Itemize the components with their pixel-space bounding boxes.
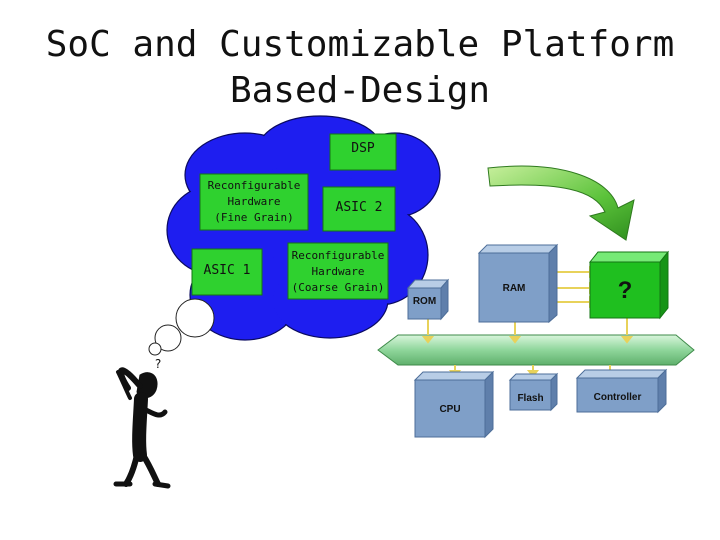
- reconfig-coarse-box: [287, 242, 389, 300]
- asic1-label: ASIC 1: [203, 263, 251, 278]
- flash-label: Flash: [517, 393, 544, 404]
- slide-title: SoC and Customizable Platform Based-Desi…: [0, 22, 720, 114]
- cpu-block: [413, 370, 495, 439]
- reconfig-coarse-line-2: Hardware: [311, 265, 365, 278]
- flash-block: [508, 372, 559, 412]
- cpu-label: CPU: [439, 404, 461, 415]
- rom-label: ROM: [412, 296, 437, 307]
- asic1-box: [191, 248, 263, 296]
- thought-bubbles: [148, 298, 215, 356]
- asic2-label: ASIC 2: [335, 200, 383, 215]
- reconfig-fine-box: [199, 173, 309, 231]
- ram-block: [477, 243, 559, 324]
- controller-label: Controller: [593, 392, 642, 403]
- title-line-1: SoC and Customizable Platform: [45, 24, 675, 65]
- thought-question-mark: ?: [154, 357, 162, 371]
- ram-label: RAM: [502, 283, 526, 294]
- asic2-box: [322, 186, 396, 232]
- reconfig-fine-label: Reconfigurable Hardware (Fine Grain): [200, 178, 308, 226]
- rom-block: [406, 278, 450, 321]
- reconfig-coarse-line-3: (Coarse Grain): [291, 281, 385, 294]
- dsp-label: DSP: [351, 141, 375, 156]
- title-line-2: Based-Design: [229, 70, 491, 111]
- reconfig-coarse-label: Reconfigurable Hardware (Coarse Grain): [288, 248, 388, 296]
- custom-block-question: ?: [617, 277, 633, 304]
- reconfig-fine-line-3: (Fine Grain): [214, 211, 294, 224]
- system-bus: [377, 334, 695, 366]
- controller-block: [575, 368, 668, 414]
- curved-arrow: [487, 165, 635, 241]
- cloud-blocks: [191, 133, 397, 300]
- reconfig-fine-line-2: Hardware: [227, 195, 281, 208]
- dsp-box: [329, 133, 397, 171]
- reconfig-coarse-line-1: Reconfigurable: [291, 249, 385, 262]
- custom-block: [588, 250, 670, 320]
- reconfig-fine-line-1: Reconfigurable: [207, 179, 301, 192]
- thinking-person-figure: [113, 367, 171, 489]
